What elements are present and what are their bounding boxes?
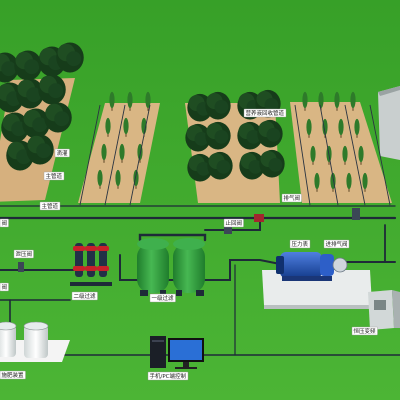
label-inverter-control: 恒压变频 xyxy=(351,326,378,336)
sapling-tree xyxy=(338,118,344,138)
sapling-tree xyxy=(115,169,121,189)
relief-valve-icon xyxy=(224,226,232,234)
exhaust-valve-icon xyxy=(352,208,360,220)
label-air-inlet-valve: 进排气阀 xyxy=(323,239,350,249)
broadleaf-tree xyxy=(259,149,285,178)
broadleaf-tree xyxy=(187,153,213,182)
broadleaf-tree xyxy=(257,119,283,148)
drip-lines xyxy=(79,104,391,206)
label-text: 止回阀 xyxy=(226,219,243,227)
label-text: 恒压变频 xyxy=(354,327,377,335)
sapling-tree xyxy=(123,117,129,137)
label-phone-pc-control: 手机/PC端控制 xyxy=(147,371,189,381)
drip-line xyxy=(79,104,101,206)
pc-tower xyxy=(150,336,166,368)
sapling-tree xyxy=(101,143,107,163)
left-valve-icon xyxy=(18,262,24,272)
control-computer xyxy=(150,336,204,369)
sapling-tree xyxy=(314,172,320,192)
label-text: 阀 xyxy=(2,283,8,291)
crop-trees xyxy=(0,42,368,192)
label-left-edge-1: 阀 xyxy=(0,218,9,228)
sapling-tree xyxy=(302,91,308,111)
broadleaf-tree xyxy=(56,42,84,73)
sapling-tree xyxy=(318,91,324,111)
drip-line xyxy=(319,104,339,206)
sapling-tree xyxy=(127,91,133,111)
broadleaf-tree xyxy=(0,52,19,83)
drip-line xyxy=(129,104,151,206)
label-main-pipe: 主管道 xyxy=(43,171,65,181)
sapling-tree xyxy=(306,118,312,138)
label-pressure-tank: 压力表 xyxy=(289,239,311,249)
label-pressure-relief-valve: 泄压阀 xyxy=(13,249,34,259)
label-secondary-filter: 二级过滤 xyxy=(71,291,98,301)
label-text: 主管道 xyxy=(42,202,59,210)
broadleaf-tree xyxy=(44,102,72,133)
broadleaf-tree xyxy=(205,121,231,150)
drip-line xyxy=(369,104,391,206)
label-text: 二级过滤 xyxy=(74,292,97,300)
broadleaf-tree xyxy=(26,134,54,165)
sapling-tree xyxy=(346,172,352,192)
label-text: 排气阀 xyxy=(284,194,301,202)
label-text: 阀 xyxy=(2,219,8,227)
filter-manifold xyxy=(138,233,207,242)
label-text: 主管道 xyxy=(46,172,63,180)
label-main-pipe-2: 主管道 xyxy=(39,201,61,211)
sapling-tree xyxy=(350,91,356,111)
label-exhaust-valve: 排气阀 xyxy=(281,193,302,203)
pump-station xyxy=(262,252,372,309)
broadleaf-tree xyxy=(239,151,265,180)
label-nutrient-pipe: 营养液回收管道 xyxy=(243,108,287,118)
sapling-tree xyxy=(362,172,368,192)
secondary-filter-unit xyxy=(70,243,112,286)
broadleaf-tree xyxy=(16,78,44,109)
label-text: 滴灌 xyxy=(57,149,69,157)
broadleaf-tree xyxy=(207,151,233,180)
label-text: 营养液回收管道 xyxy=(246,109,285,117)
drip-line xyxy=(104,104,126,206)
sapling-tree xyxy=(119,143,125,163)
filter-pipe xyxy=(119,254,286,281)
pipe-network xyxy=(0,205,400,356)
fertilizer-tanks xyxy=(0,321,70,362)
drip-line xyxy=(344,104,366,206)
broadleaf-tree xyxy=(14,50,42,81)
broadleaf-tree xyxy=(22,108,50,139)
label-drip-irrigation: 滴灌 xyxy=(54,148,70,158)
inverter-cabinet xyxy=(368,290,400,330)
broadleaf-tree xyxy=(205,91,231,120)
label-text: 手机/PC端控制 xyxy=(150,372,187,380)
broadleaf-tree xyxy=(38,74,66,105)
label-left-edge-2: 阀 xyxy=(0,282,9,292)
primary-filter-tanks xyxy=(137,238,205,296)
label-text: 施肥装置 xyxy=(2,371,25,379)
sapling-tree xyxy=(145,91,151,111)
valves xyxy=(18,208,360,272)
label-text: 进排气阀 xyxy=(326,240,348,248)
drip-line xyxy=(294,104,311,206)
labels-layer: 滴灌主管道主管道营养液回收管道排气阀止回阀泄压阀压力表进排气阀二级过滤一级过滤恒… xyxy=(0,108,378,381)
label-primary-filter: 一级过滤 xyxy=(149,293,176,303)
broadleaf-tree xyxy=(237,121,263,150)
sapling-tree xyxy=(342,145,348,165)
pump-house-building xyxy=(378,86,400,160)
label-text: 泄压阀 xyxy=(16,250,33,258)
label-text: 压力表 xyxy=(292,240,309,248)
sapling-tree xyxy=(105,117,111,137)
sapling-tree xyxy=(354,118,360,138)
sapling-tree xyxy=(310,145,316,165)
sapling-tree xyxy=(334,91,340,111)
check-valve-icon xyxy=(254,214,264,222)
sapling-tree xyxy=(358,145,364,165)
label-fertilizer-device: 施肥装置 xyxy=(0,370,26,380)
label-check-valve: 止回阀 xyxy=(223,218,244,228)
sapling-tree xyxy=(97,169,103,189)
label-text: 一级过滤 xyxy=(152,294,175,302)
broadleaf-tree xyxy=(185,123,211,152)
sapling-tree xyxy=(109,91,115,111)
